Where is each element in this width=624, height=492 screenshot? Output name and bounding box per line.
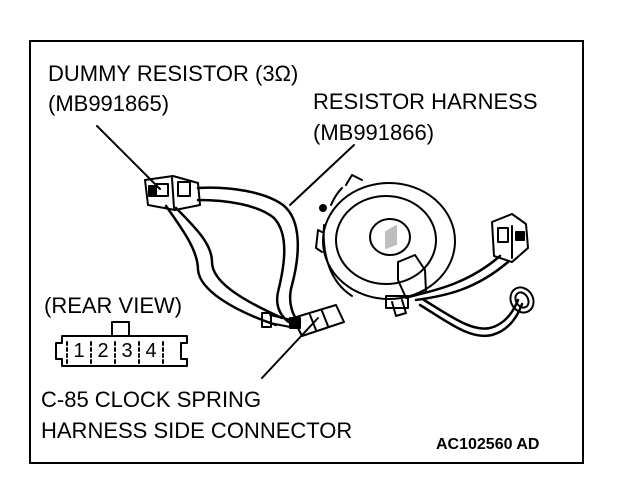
leader-line-resistor-harness — [289, 144, 355, 206]
dummy-resistor-part-number: (MB991865) — [48, 91, 170, 116]
resistor-harness-label: RESISTOR HARNESS — [313, 89, 538, 114]
clock-spring-connector-body — [261, 304, 345, 337]
rear-view-connector-outline — [55, 321, 188, 367]
connector-label-line2: HARNESS SIDE CONNECTOR — [41, 418, 353, 443]
round-connector — [509, 286, 535, 314]
connector-pin-3: 3 — [121, 340, 133, 362]
dummy-resistor — [144, 175, 201, 211]
connector-pin-4: 4 — [145, 340, 157, 362]
resistor-harness-wires — [164, 186, 302, 327]
connector-pin-1: 1 — [73, 340, 85, 362]
leader-line-connector — [261, 317, 319, 379]
rear-view-label: (REAR VIEW) — [44, 293, 183, 318]
connector-label-line1: C-85 CLOCK SPRING — [41, 387, 262, 412]
figure-code: AC102560 AD — [436, 436, 540, 453]
figure-frame — [29, 40, 584, 464]
dummy-resistor-label: DUMMY RESISTOR (3Ω) — [48, 61, 299, 86]
resistor-harness-part-number: (MB991866) — [313, 120, 435, 145]
clock-spring — [315, 174, 456, 317]
clock-spring-wires — [410, 254, 524, 338]
connector-pin-2: 2 — [97, 340, 109, 362]
squib-connector — [491, 213, 529, 263]
